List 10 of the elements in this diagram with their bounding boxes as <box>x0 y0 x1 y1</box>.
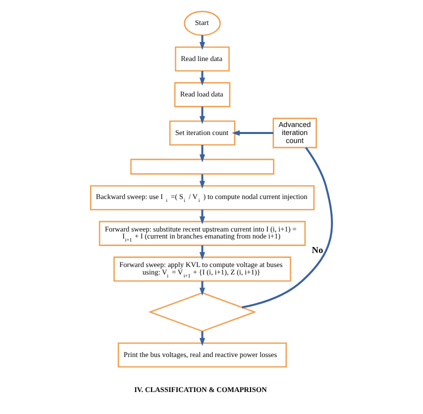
edge-label: No <box>312 245 324 256</box>
node-diamond <box>148 292 256 332</box>
arrow <box>200 210 206 224</box>
node-box <box>130 158 274 175</box>
arrow <box>232 130 274 136</box>
arrow <box>200 145 206 162</box>
node-box: Advanced iteration count <box>272 118 317 148</box>
connector <box>242 146 333 308</box>
arrow <box>200 35 206 50</box>
arrow <box>200 106 206 124</box>
